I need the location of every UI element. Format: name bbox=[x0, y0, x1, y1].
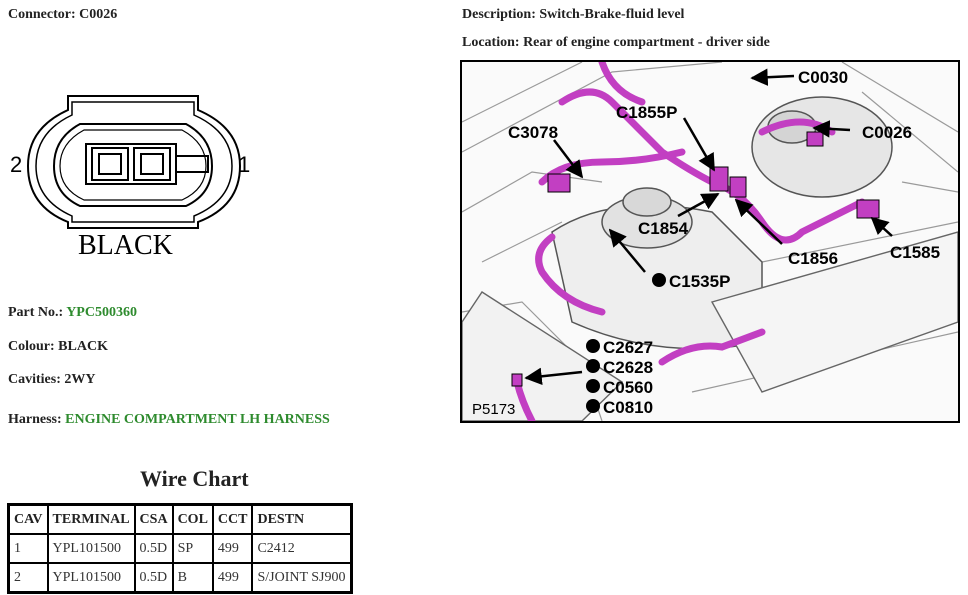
wire-chart-title: Wire Chart bbox=[140, 466, 249, 491]
callout-c1585: C1585 bbox=[890, 243, 940, 262]
callout-c0810: C0810 bbox=[603, 398, 653, 417]
cell-terminal: YPL101500 bbox=[46, 562, 136, 594]
cavities-value: 2WY bbox=[64, 372, 96, 387]
cell-destn: S/JOINT SJ900 bbox=[251, 562, 353, 594]
callout-c0030: C0030 bbox=[798, 68, 848, 87]
cavities-line: Cavities: 2WY bbox=[8, 372, 96, 388]
cell-terminal: YPL101500 bbox=[46, 533, 136, 564]
connector-label: Connector: bbox=[8, 7, 76, 22]
location-illustration: C0030 C1855P C3078 C0026 C1854 C1856 C15… bbox=[460, 60, 960, 423]
description-line: Description: Switch-Brake-fluid level bbox=[462, 7, 684, 23]
bullet-icon bbox=[586, 359, 600, 373]
cell-csa: 0.5D bbox=[133, 562, 174, 594]
cell-destn: C2412 bbox=[251, 533, 353, 564]
connector-heading: Connector: C0026 bbox=[8, 7, 117, 23]
header-cct: CCT bbox=[211, 503, 254, 535]
callout-c0560: C0560 bbox=[603, 378, 653, 397]
bullet-icon bbox=[586, 339, 600, 353]
part-number-line: Part No.: YPC500360 bbox=[8, 305, 137, 321]
callout-c2627: C2627 bbox=[603, 338, 653, 357]
cell-cav: 2 bbox=[7, 562, 49, 594]
header-csa: CSA bbox=[133, 503, 174, 535]
colour-label: Colour: bbox=[8, 339, 55, 354]
description-label: Description: bbox=[462, 7, 536, 22]
connector-diagram: 2 1 BLACK bbox=[10, 95, 250, 261]
harness-value: ENGINE COMPARTMENT LH HARNESS bbox=[65, 412, 330, 427]
part-number-value: YPC500360 bbox=[66, 305, 137, 320]
cell-cct: 499 bbox=[211, 562, 254, 594]
callout-c1856: C1856 bbox=[788, 249, 838, 268]
callout-c2628: C2628 bbox=[603, 358, 653, 377]
bullet-icon bbox=[586, 379, 600, 393]
cavities-label: Cavities: bbox=[8, 372, 61, 387]
wire-chart-table: CAV TERMINAL CSA COL CCT DESTN 1 YPL1015… bbox=[7, 503, 353, 594]
colour-line: Colour: BLACK bbox=[8, 339, 108, 355]
cell-col: B bbox=[171, 562, 214, 594]
pin-number-1: 1 bbox=[238, 152, 250, 177]
callout-c0026: C0026 bbox=[862, 123, 912, 142]
location-line: Location: Rear of engine compartment - d… bbox=[462, 35, 770, 51]
header-terminal: TERMINAL bbox=[46, 503, 136, 535]
callout-c1855p: C1855P bbox=[616, 103, 677, 122]
connector-code: C0026 bbox=[79, 7, 118, 22]
colour-value: BLACK bbox=[58, 339, 108, 354]
pin-number-2: 2 bbox=[10, 152, 22, 177]
harness-line: Harness: ENGINE COMPARTMENT LH HARNESS bbox=[8, 412, 330, 428]
wire-chart-header-row: CAV TERMINAL CSA COL CCT DESTN bbox=[7, 503, 353, 535]
connector-color-text: BLACK bbox=[78, 230, 173, 261]
engine-bay-drawing: C0030 C1855P C3078 C0026 C1854 C1856 C15… bbox=[462, 62, 958, 421]
header-col: COL bbox=[171, 503, 214, 535]
part-number-label: Part No.: bbox=[8, 305, 64, 320]
plate-code: P5173 bbox=[472, 401, 515, 418]
callout-c1854: C1854 bbox=[638, 219, 689, 238]
table-row: 2 YPL101500 0.5D B 499 S/JOINT SJ900 bbox=[7, 562, 353, 594]
cell-cct: 499 bbox=[211, 533, 254, 564]
location-label: Location: bbox=[462, 35, 520, 50]
harness-label: Harness: bbox=[8, 412, 62, 427]
table-row: 1 YPL101500 0.5D SP 499 C2412 bbox=[7, 533, 353, 564]
description-value: Switch-Brake-fluid level bbox=[539, 7, 685, 22]
callout-c1535p: C1535P bbox=[669, 272, 730, 291]
cell-cav: 1 bbox=[7, 533, 49, 564]
location-value: Rear of engine compartment - driver side bbox=[523, 35, 770, 50]
callout-c1535p-group: C1535P bbox=[652, 272, 730, 291]
cell-csa: 0.5D bbox=[133, 533, 174, 564]
header-cav: CAV bbox=[7, 503, 49, 535]
callout-c3078: C3078 bbox=[508, 123, 558, 142]
connector-face-drawing: 2 1 BLACK bbox=[8, 88, 258, 273]
callout-stack: C2627 C2628 C0560 C0810 bbox=[586, 338, 653, 417]
header-destn: DESTN bbox=[251, 503, 353, 535]
bullet-icon bbox=[652, 273, 666, 287]
cell-col: SP bbox=[171, 533, 214, 564]
bullet-icon bbox=[586, 399, 600, 413]
